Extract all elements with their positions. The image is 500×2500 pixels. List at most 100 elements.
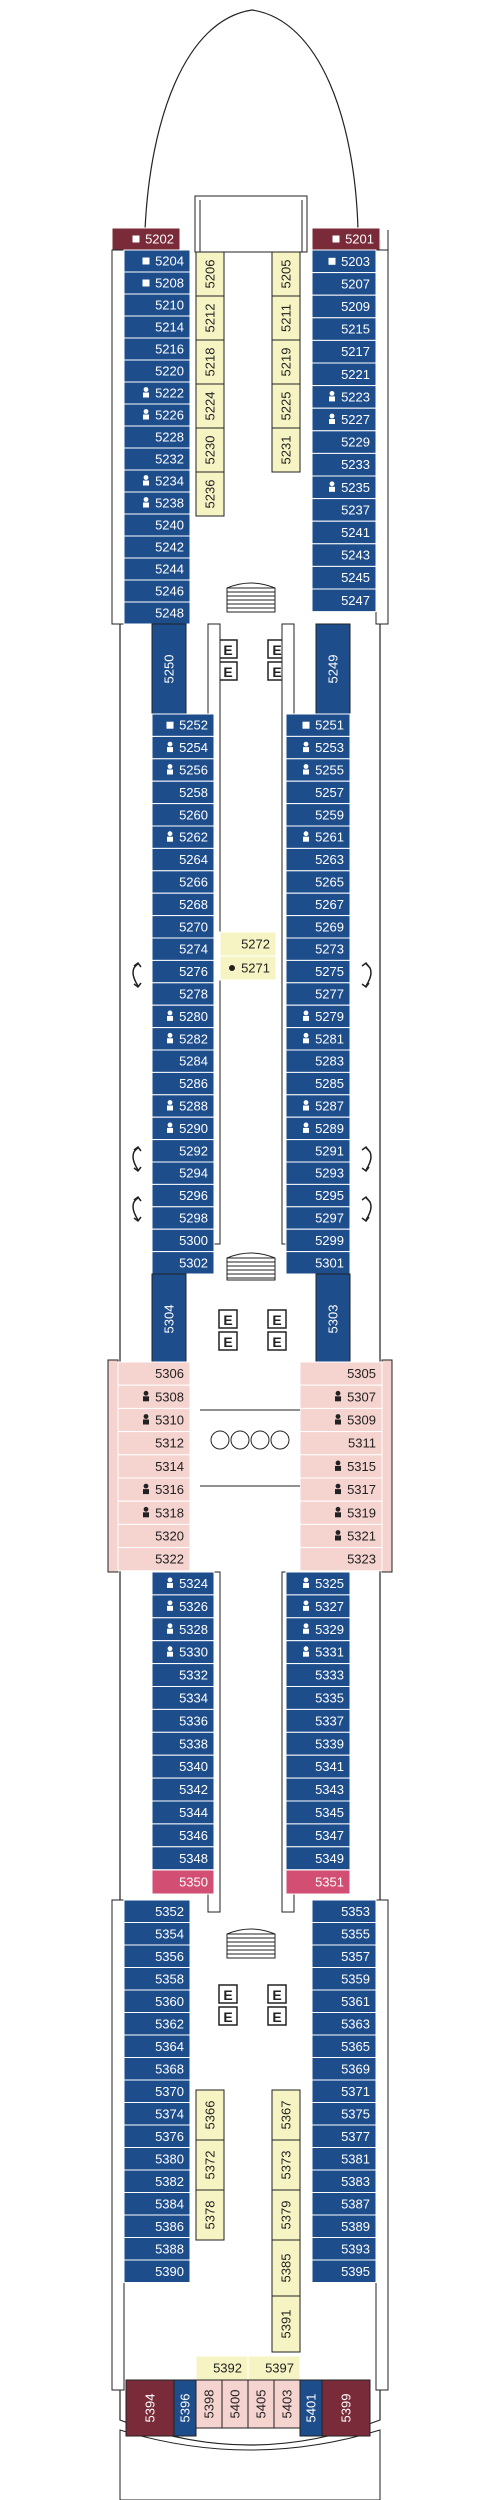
cabin-5214[interactable]: 5214 — [123, 315, 191, 339]
cabin-5221[interactable]: 5221 — [311, 362, 377, 387]
cabin-5342[interactable]: 5342 — [151, 1777, 215, 1802]
cabin-5231[interactable]: 5231 — [271, 427, 301, 473]
cabin-5326[interactable]: 5326 — [151, 1594, 215, 1619]
cabin-5349[interactable]: 5349 — [285, 1846, 351, 1871]
cabin-5302[interactable]: 5302 — [151, 1251, 215, 1275]
cabin-5266[interactable]: 5266 — [151, 870, 215, 894]
cabin-5360[interactable]: 5360 — [123, 1989, 191, 2013]
cabin-5204[interactable]: 5204 — [123, 249, 191, 273]
cabin-5290[interactable]: 5290 — [151, 1116, 215, 1141]
cabin-5294[interactable]: 5294 — [151, 1161, 215, 1185]
cabin-5340[interactable]: 5340 — [151, 1754, 215, 1779]
cabin-5339[interactable]: 5339 — [285, 1731, 351, 1756]
cabin-5286[interactable]: 5286 — [151, 1071, 215, 1096]
cabin-5373[interactable]: 5373 — [271, 2139, 301, 2191]
cabin-5387[interactable]: 5387 — [311, 2192, 377, 2216]
cabin-5225[interactable]: 5225 — [271, 383, 301, 429]
cabin-5208[interactable]: 5208 — [123, 271, 191, 295]
cabin-5243[interactable]: 5243 — [311, 543, 377, 567]
cabin-5203[interactable]: 5203 — [311, 249, 377, 274]
cabin-5367[interactable]: 5367 — [271, 2089, 301, 2141]
cabin-5224[interactable]: 5224 — [195, 383, 225, 429]
cabin-5381[interactable]: 5381 — [311, 2147, 377, 2171]
cabin-5336[interactable]: 5336 — [151, 1708, 215, 1733]
cabin-5350[interactable]: 5350 — [151, 1869, 215, 1895]
cabin-5354[interactable]: 5354 — [123, 1922, 191, 1946]
cabin-5353[interactable]: 5353 — [311, 1899, 377, 1923]
cabin-5202[interactable]: 5202 — [111, 227, 181, 251]
cabin-5252[interactable]: 5252 — [151, 713, 215, 737]
cabin-5379[interactable]: 5379 — [271, 2189, 301, 2241]
cabin-5334[interactable]: 5334 — [151, 1686, 215, 1710]
cabin-5390[interactable]: 5390 — [123, 2259, 191, 2283]
cabin-5282[interactable]: 5282 — [151, 1027, 215, 1051]
cabin-5255[interactable]: 5255 — [285, 758, 351, 782]
cabin-5207[interactable]: 5207 — [311, 272, 377, 296]
cabin-5269[interactable]: 5269 — [285, 915, 351, 939]
cabin-5316[interactable]: 5316 — [117, 1477, 191, 1502]
cabin-5258[interactable]: 5258 — [151, 780, 215, 805]
cabin-5298[interactable]: 5298 — [151, 1206, 215, 1230]
cabin-5284[interactable]: 5284 — [151, 1049, 215, 1073]
cabin-5341[interactable]: 5341 — [285, 1754, 351, 1779]
cabin-5396[interactable]: 5396 — [173, 2379, 197, 2437]
cabin-5405[interactable]: 5405 — [247, 2379, 275, 2429]
cabin-5272[interactable]: 5272 — [219, 931, 277, 957]
cabin-5335[interactable]: 5335 — [285, 1686, 351, 1710]
cabin-5291[interactable]: 5291 — [285, 1139, 351, 1163]
cabin-5391[interactable]: 5391 — [271, 2295, 301, 2353]
cabin-5398[interactable]: 5398 — [195, 2379, 223, 2429]
cabin-5274[interactable]: 5274 — [151, 937, 215, 961]
cabin-5330[interactable]: 5330 — [151, 1640, 215, 1665]
cabin-5247[interactable]: 5247 — [311, 588, 377, 613]
cabin-5218[interactable]: 5218 — [195, 339, 225, 385]
cabin-5249[interactable]: 5249 — [315, 623, 351, 715]
cabin-5311[interactable]: 5311 — [299, 1431, 383, 1456]
cabin-5400[interactable]: 5400 — [221, 2379, 249, 2429]
cabin-5283[interactable]: 5283 — [285, 1049, 351, 1073]
cabin-5295[interactable]: 5295 — [285, 1183, 351, 1208]
cabin-5389[interactable]: 5389 — [311, 2214, 377, 2238]
cabin-5371[interactable]: 5371 — [311, 2079, 377, 2103]
cabin-5279[interactable]: 5279 — [285, 1004, 351, 1029]
cabin-5324[interactable]: 5324 — [151, 1571, 215, 1596]
cabin-5217[interactable]: 5217 — [311, 339, 377, 364]
cabin-5242[interactable]: 5242 — [123, 535, 191, 559]
cabin-5394[interactable]: 5394 — [125, 2379, 175, 2437]
cabin-5299[interactable]: 5299 — [285, 1228, 351, 1253]
cabin-5322[interactable]: 5322 — [117, 1547, 191, 1572]
cabin-5385[interactable]: 5385 — [271, 2239, 301, 2297]
cabin-5253[interactable]: 5253 — [285, 735, 351, 760]
cabin-5277[interactable]: 5277 — [285, 982, 351, 1006]
cabin-5229[interactable]: 5229 — [311, 430, 377, 454]
cabin-5292[interactable]: 5292 — [151, 1139, 215, 1163]
cabin-5233[interactable]: 5233 — [311, 452, 377, 477]
cabin-5301[interactable]: 5301 — [285, 1251, 351, 1275]
cabin-5325[interactable]: 5325 — [285, 1571, 351, 1596]
cabin-5395[interactable]: 5395 — [311, 2259, 377, 2283]
cabin-5254[interactable]: 5254 — [151, 735, 215, 760]
cabin-5346[interactable]: 5346 — [151, 1823, 215, 1848]
cabin-5236[interactable]: 5236 — [195, 471, 225, 517]
cabin-5263[interactable]: 5263 — [285, 847, 351, 872]
cabin-5355[interactable]: 5355 — [311, 1922, 377, 1946]
cabin-5267[interactable]: 5267 — [285, 892, 351, 917]
cabin-5240[interactable]: 5240 — [123, 513, 191, 537]
cabin-5234[interactable]: 5234 — [123, 469, 191, 493]
cabin-5399[interactable]: 5399 — [321, 2379, 371, 2437]
cabin-5320[interactable]: 5320 — [117, 1523, 191, 1549]
cabin-5273[interactable]: 5273 — [285, 937, 351, 961]
cabin-5312[interactable]: 5312 — [117, 1431, 191, 1456]
cabin-5375[interactable]: 5375 — [311, 2102, 377, 2126]
cabin-5392[interactable]: 5392 — [195, 2355, 249, 2381]
cabin-5333[interactable]: 5333 — [285, 1663, 351, 1687]
cabin-5344[interactable]: 5344 — [151, 1800, 215, 1825]
cabin-5278[interactable]: 5278 — [151, 982, 215, 1006]
cabin-5310[interactable]: 5310 — [117, 1407, 191, 1433]
cabin-5306[interactable]: 5306 — [117, 1361, 191, 1386]
cabin-5293[interactable]: 5293 — [285, 1161, 351, 1185]
cabin-5246[interactable]: 5246 — [123, 579, 191, 603]
cabin-5345[interactable]: 5345 — [285, 1800, 351, 1825]
cabin-5305[interactable]: 5305 — [299, 1361, 383, 1386]
cabin-5327[interactable]: 5327 — [285, 1594, 351, 1619]
